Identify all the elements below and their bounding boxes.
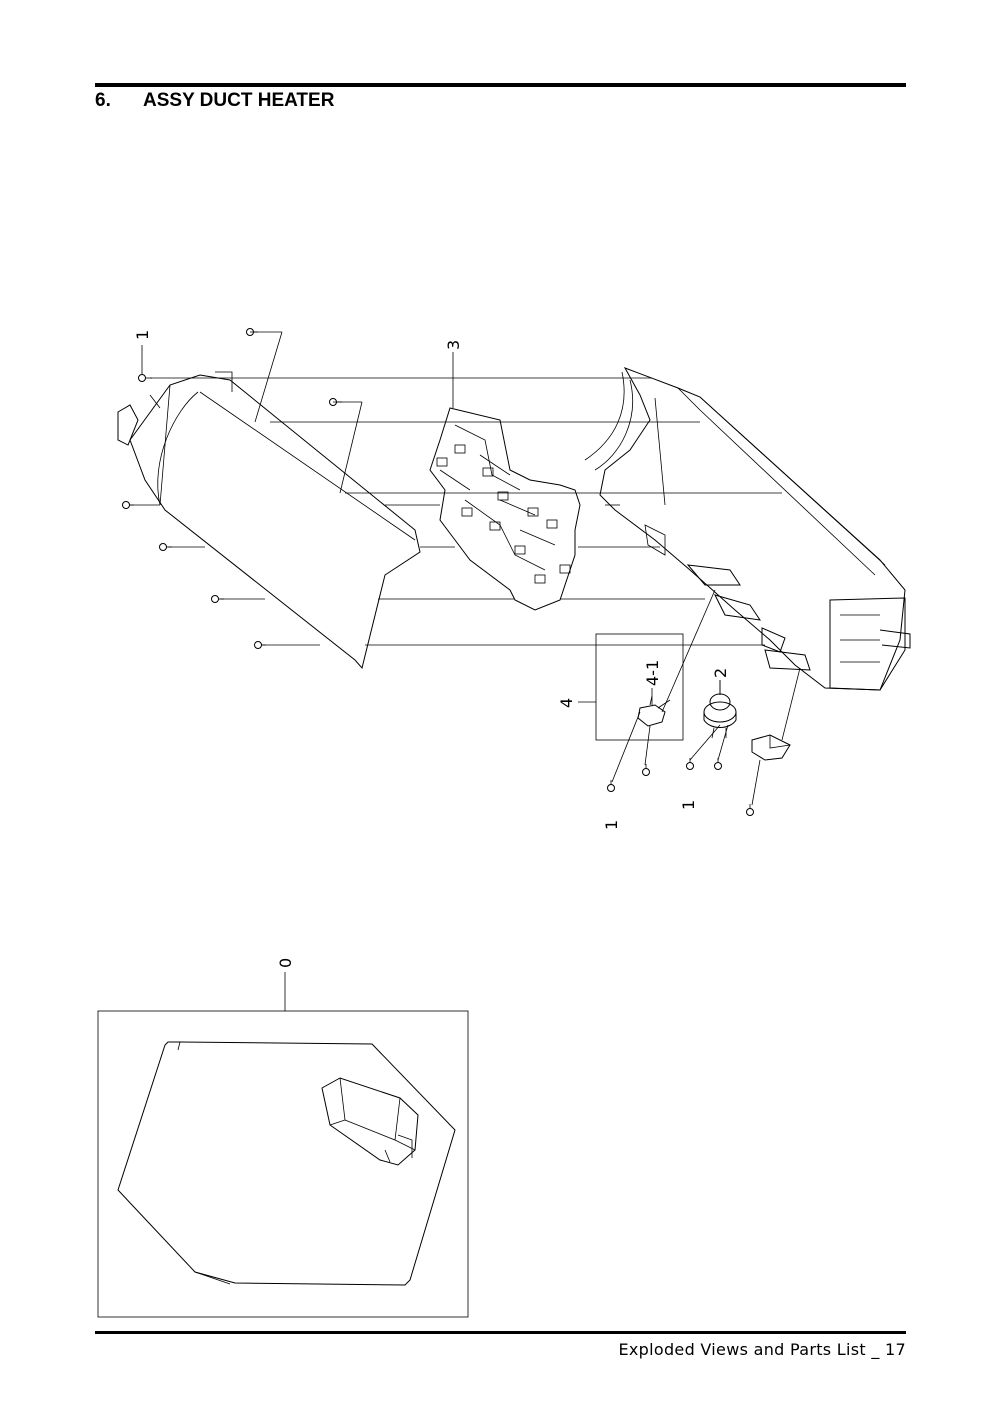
callout-4: 4 <box>557 698 576 708</box>
duct-housing <box>584 367 911 691</box>
screw-icon <box>122 328 754 816</box>
page-footer: Exploded Views and Parts List _ 17 <box>618 1340 906 1359</box>
callout-1-top: 1 <box>133 330 152 340</box>
callout-4-1: 4-1 <box>643 660 662 686</box>
callout-0: 0 <box>276 958 295 968</box>
mounting-clip <box>751 667 801 806</box>
callout-1-bottom-left: 1 <box>602 820 621 830</box>
callout-leaders <box>141 345 721 1011</box>
callout-3: 3 <box>444 340 463 350</box>
assembly-leader-lines <box>130 331 782 646</box>
section-heading: 6. ASSY DUCT HEATER <box>95 90 334 112</box>
sub-assembly-box <box>578 589 716 783</box>
top-rule <box>95 83 906 87</box>
bottom-rule <box>95 1331 906 1334</box>
section-number: 6. <box>95 90 111 111</box>
duct-cover <box>117 371 421 670</box>
thermostat <box>689 680 737 761</box>
section-title: ASSY DUCT HEATER <box>143 90 335 111</box>
heater-element-plate <box>429 407 581 611</box>
packaging-inset <box>97 1010 469 1318</box>
callout-1-bottom-right: 1 <box>679 800 698 810</box>
callout-2: 2 <box>711 668 730 678</box>
